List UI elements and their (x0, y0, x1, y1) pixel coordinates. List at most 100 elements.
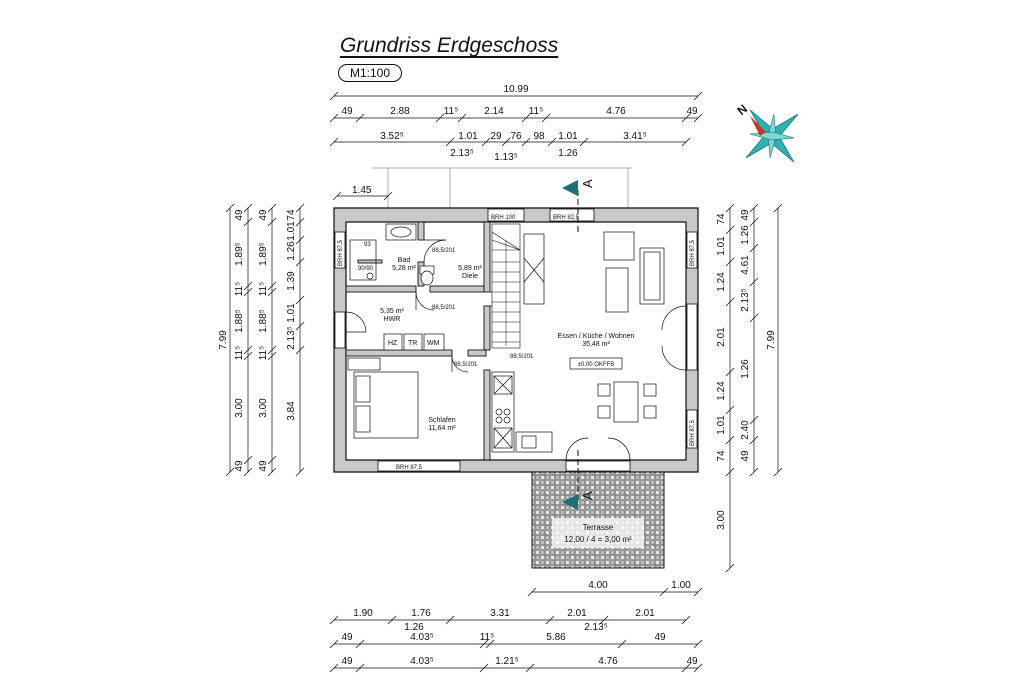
bathroom-fixtures (349, 223, 435, 286)
dim-top-row2b-0: 2.13⁵ (450, 148, 474, 159)
dim-bot-row1-0: 1.90 (353, 608, 373, 619)
room-labels: Bad 5,28 m² 5,89 m² Diele 5,35 m² HWR Sc… (380, 257, 634, 544)
dim-top-row1-2: 11⁵ (444, 106, 459, 117)
dim-right-c1-5: 1.01 (716, 415, 727, 435)
staircase (491, 223, 521, 349)
dim-right-c1-1: 1.01 (716, 236, 727, 256)
shower-label: 90/90 (358, 266, 374, 272)
dim-left-c2-1: 1.89⁵ (258, 242, 269, 266)
dim-right-c1-4: 1.24 (716, 381, 727, 401)
dim-right-c1-2: 1.24 (716, 272, 727, 292)
dim-terrace-1: 1.00 (671, 580, 691, 591)
dim-top-row2a-2: 29 (490, 131, 502, 142)
room-area-schlafen: 11,64 m² (428, 425, 456, 432)
dim-left-c3-0: 74 (286, 209, 297, 221)
dim-top-row2b-2: 1.26 (558, 148, 578, 159)
dim-right-c2-6: 49 (740, 450, 751, 462)
dim-bot-row3-4: 49 (686, 656, 698, 667)
level-tag-box (569, 357, 623, 370)
roof-outline (372, 167, 632, 208)
room-name-wohnen: Essen / Küche / Wohnen (558, 333, 635, 340)
dim-top-row1-6: 49 (686, 106, 698, 117)
dim-left-c2-6: 49 (258, 460, 269, 472)
dim-top-row1-3: 2.14 (484, 106, 504, 117)
brh-top-1: BRH 100 (491, 215, 516, 221)
dim-left-c3-3: 1.39 (286, 271, 297, 291)
appliance-hz: HZ (388, 340, 398, 347)
door-swings (345, 239, 687, 461)
dim-bot-row1b-1: 2.13⁵ (584, 622, 608, 633)
room-name-bad: Bad (398, 257, 411, 264)
section-marker-top: A (580, 179, 595, 188)
dim-right-c2-0: 49 (740, 209, 751, 221)
dim-left-c1-0: 49 (234, 209, 245, 221)
dim-top-overall: 10.99 (503, 84, 528, 95)
room-name-terrasse: Terrasse (583, 523, 614, 532)
dim-bot-row1-3: 2.01 (567, 608, 587, 619)
dim-right-c2-2: 4.61 (740, 255, 751, 275)
exterior-walls (333, 207, 699, 473)
dim-top-row2b-1: 1.13⁵ (494, 152, 518, 163)
dim-left-c1-5: 3.00 (234, 398, 245, 418)
dim-bot-row2-2: 11⁵ (480, 632, 495, 643)
shower-width-label: 93 (364, 242, 371, 248)
brh-bottom: BRH 87,5 (396, 465, 423, 471)
room-area-terrasse: 12,00 / 4 = 3,00 m² (564, 535, 632, 544)
room-area-hwr: 5,35 m² (380, 308, 404, 315)
dim-bot-row1-1: 1.76 (411, 608, 431, 619)
dim-left-c3-6: 3.84 (286, 401, 297, 421)
dim-top-row1-4: 11⁵ (529, 106, 544, 117)
dim-left-c1-1: 1.89⁵ (234, 242, 245, 266)
section-marker-bottom: A (580, 491, 595, 500)
door-label-hwr: 88,5/201 (432, 305, 456, 311)
dim-left-c2-0: 49 (258, 209, 269, 221)
dim-top-row2a-0: 3.52⁵ (380, 131, 404, 142)
dim-left-c2-5: 3.00 (258, 398, 269, 418)
dim-top-row2a-5: 1.01 (558, 131, 578, 142)
dim-right-c2-4: 1.26 (740, 359, 751, 379)
dim-top-row1-1: 2.88 (390, 106, 410, 117)
scale-badge: M1:100 (338, 64, 402, 82)
dim-right-terrace: 3.00 (716, 510, 727, 530)
dim-bot-row1b-0: 1.26 (404, 622, 424, 633)
dim-left-c2-3: 1.88⁵ (258, 309, 269, 333)
dimension-lines: 10.99 49 2.88 11⁵ 2.14 11⁵ 4.76 49 3.52⁵ 1.01 29 76… (218, 84, 783, 673)
dim-left-c1-3: 1.88⁵ (234, 309, 245, 333)
dim-top-row1-0: 49 (341, 106, 353, 117)
appliance-wm: WM (427, 340, 440, 347)
dim-bot-row2-3: 5.86 (546, 632, 566, 643)
dim-top-row2a-1: 1.01 (458, 131, 478, 142)
room-area-wohnen: 35,48 m² (582, 341, 610, 348)
dim-left-c1-2: 11⁵ (234, 282, 245, 297)
room-name-hwr: HWR (384, 316, 401, 323)
dim-left-c1-4: 11⁵ (234, 346, 245, 361)
dim-left-c3-2: 1.26 (286, 241, 297, 261)
room-area-diele: 5,89 m² (458, 265, 482, 272)
interior-walls (345, 221, 491, 461)
kitchen-units (491, 233, 553, 453)
dim-left-overall: 7.99 (218, 330, 229, 350)
brh-right-2: BRH 87,5 (690, 419, 696, 446)
room-name-diele: Diele (462, 273, 478, 280)
dim-terrace-0: 4.00 (588, 580, 608, 591)
dim-bot-row3-1: 4.03⁵ (410, 656, 434, 667)
dim-top-row2a-3: 76 (510, 131, 522, 142)
roof-dim-label: 1.45 (352, 185, 372, 196)
dim-bot-row3-3: 4.76 (598, 656, 618, 667)
dim-right-c1-0: 74 (716, 213, 727, 225)
dim-left-c2-2: 11⁵ (258, 282, 269, 297)
dim-bot-row3-0: 49 (341, 656, 353, 667)
dim-left-c3-4: 1.01 (286, 303, 297, 323)
dim-top-row2a-6: 3.41⁵ (623, 131, 647, 142)
dim-right-c1-3: 2.01 (716, 327, 727, 347)
room-name-schlafen: Schlafen (428, 417, 455, 424)
dim-top-row2a-4: 98 (533, 131, 545, 142)
brh-left: BRH 87,5 (338, 239, 344, 266)
section-arrow-bottom (562, 494, 578, 510)
dim-right-c2-3: 2.13⁵ (740, 288, 751, 312)
bed (347, 357, 419, 439)
door-label-wohnen: 88,5/201 (510, 354, 534, 360)
dim-right-c2-5: 2.40 (740, 420, 751, 440)
dim-left-c2-4: 11⁵ (258, 346, 269, 361)
